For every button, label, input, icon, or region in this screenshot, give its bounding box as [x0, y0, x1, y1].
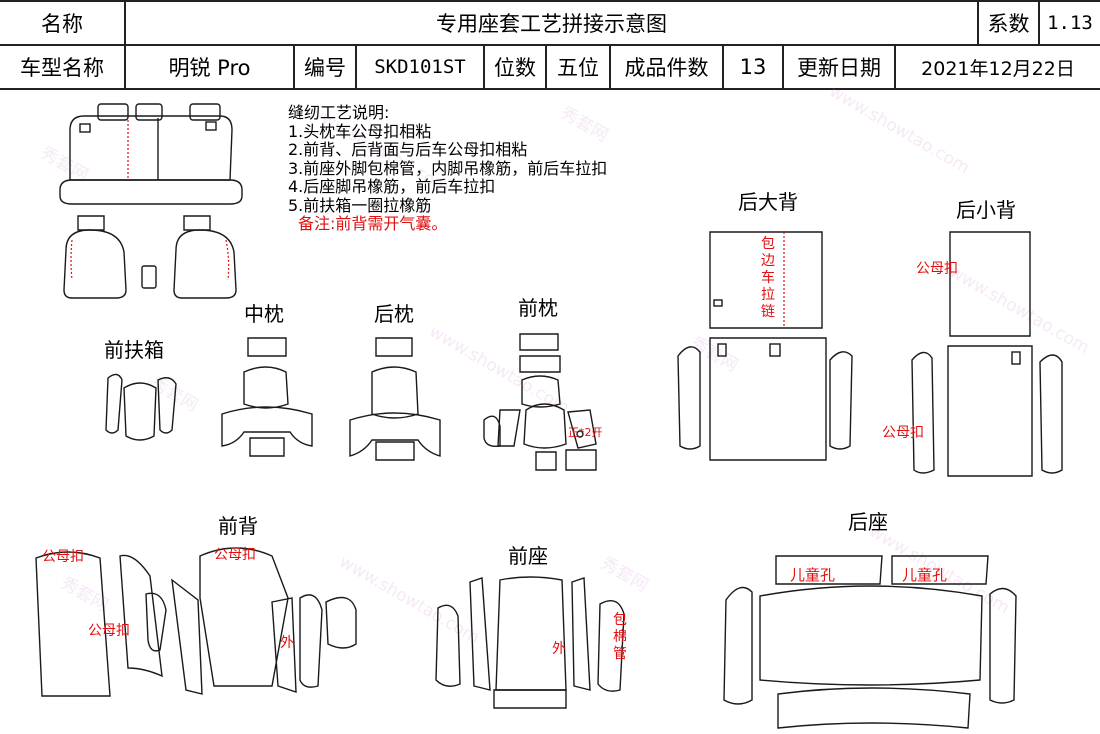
note-item: 5.前扶箱一圈拉橡筋: [288, 195, 432, 215]
label-rear-seat: 后座: [848, 510, 888, 534]
front-headrest-pieces: [483, 333, 597, 471]
zip-char: 拉: [761, 287, 775, 303]
model-value: 明锐 Pro: [168, 56, 251, 80]
coef-label: 系数: [987, 12, 1030, 36]
rear-big-back-pieces: [677, 231, 853, 461]
child-hole-annotation: 儿童孔: [902, 566, 948, 584]
snap-annotation: 公母扣: [88, 623, 130, 639]
snap-annotation: 公母扣: [882, 425, 924, 441]
pieces-label: 成品件数: [624, 56, 709, 80]
note-item: 3.前座外脚包棉管，内脚吊橡筋，前后车拉扣: [288, 158, 608, 178]
front-back-pieces: [35, 547, 357, 697]
notes-title: 缝纫工艺说明:: [288, 103, 390, 122]
date-label: 更新日期: [797, 56, 881, 80]
pair-open-annotation: 正*2开: [568, 426, 603, 439]
front-armrest-pieces: [105, 373, 177, 441]
pieces-value: 13: [739, 55, 767, 79]
cotton-char: 包: [613, 612, 627, 628]
page-title: 专用座套工艺拼接示意图: [436, 12, 667, 36]
note-item: 4.后座脚吊橡筋，前后车拉扣: [288, 177, 496, 196]
code-label: 编号: [304, 56, 346, 80]
name-label: 名称: [41, 12, 83, 36]
zip-char: 链: [761, 304, 775, 320]
sewing-notes: 缝纫工艺说明: 1.头枕车公母扣相粘 2.前背、后背面与后车公母扣相粘 3.前座…: [288, 103, 608, 234]
zip-char: 包: [761, 236, 775, 252]
seats-value: 五位: [557, 56, 599, 80]
notes-remark: 备注:前背需开气囊。: [298, 214, 448, 233]
rear-seat-pieces: [723, 555, 1017, 729]
zip-char: 边: [761, 253, 775, 269]
note-item: 1.头枕车公母扣相粘: [288, 121, 432, 141]
child-hole-annotation: 儿童孔: [790, 566, 836, 584]
label-mid-headrest: 中枕: [244, 302, 284, 326]
rear-headrest-pieces: [349, 337, 441, 461]
seats-label: 位数: [494, 56, 536, 80]
coef-value: 1.13: [1047, 12, 1093, 34]
zip-annotation: 包 边 车 拉 链: [760, 236, 776, 321]
cotton-char: 管: [613, 646, 627, 662]
label-front-back: 前背: [218, 514, 258, 538]
snap-annotation: 公母扣: [214, 547, 256, 563]
header-table: 名称 专用座套工艺拼接示意图 系数 1.13 车型名称 明锐 Pro 编号 SK…: [0, 0, 1100, 90]
cotton-char: 棉: [613, 629, 627, 645]
label-rear-small-back: 后小背: [956, 198, 1016, 222]
label-front-seat: 前座: [508, 544, 548, 568]
outer-annotation: 外: [552, 641, 566, 657]
rear-small-back-pieces: [911, 231, 1063, 477]
snap-annotation: 公母扣: [916, 261, 958, 277]
pattern-drawing: [35, 103, 1063, 729]
label-rear-headrest: 后枕: [374, 302, 414, 326]
seat-overview-illustration: [59, 103, 243, 299]
label-front-headrest: 前枕: [518, 296, 558, 320]
outer-annotation: 外: [280, 635, 294, 651]
snap-annotation: 公母扣: [42, 549, 84, 565]
note-item: 2.前背、后背面与后车公母扣相粘: [288, 140, 528, 159]
front-seat-pieces: [435, 576, 625, 709]
label-front-armrest: 前扶箱: [104, 338, 164, 362]
cotton-tube-annotation: 包 棉 管: [612, 612, 628, 663]
zip-char: 车: [761, 270, 775, 286]
date-value: 2021年12月22日: [921, 57, 1075, 80]
mid-headrest-pieces: [221, 337, 313, 457]
label-rear-big-back: 后大背: [738, 190, 798, 214]
model-label: 车型名称: [20, 56, 104, 80]
code-value: SKD101ST: [374, 56, 466, 78]
